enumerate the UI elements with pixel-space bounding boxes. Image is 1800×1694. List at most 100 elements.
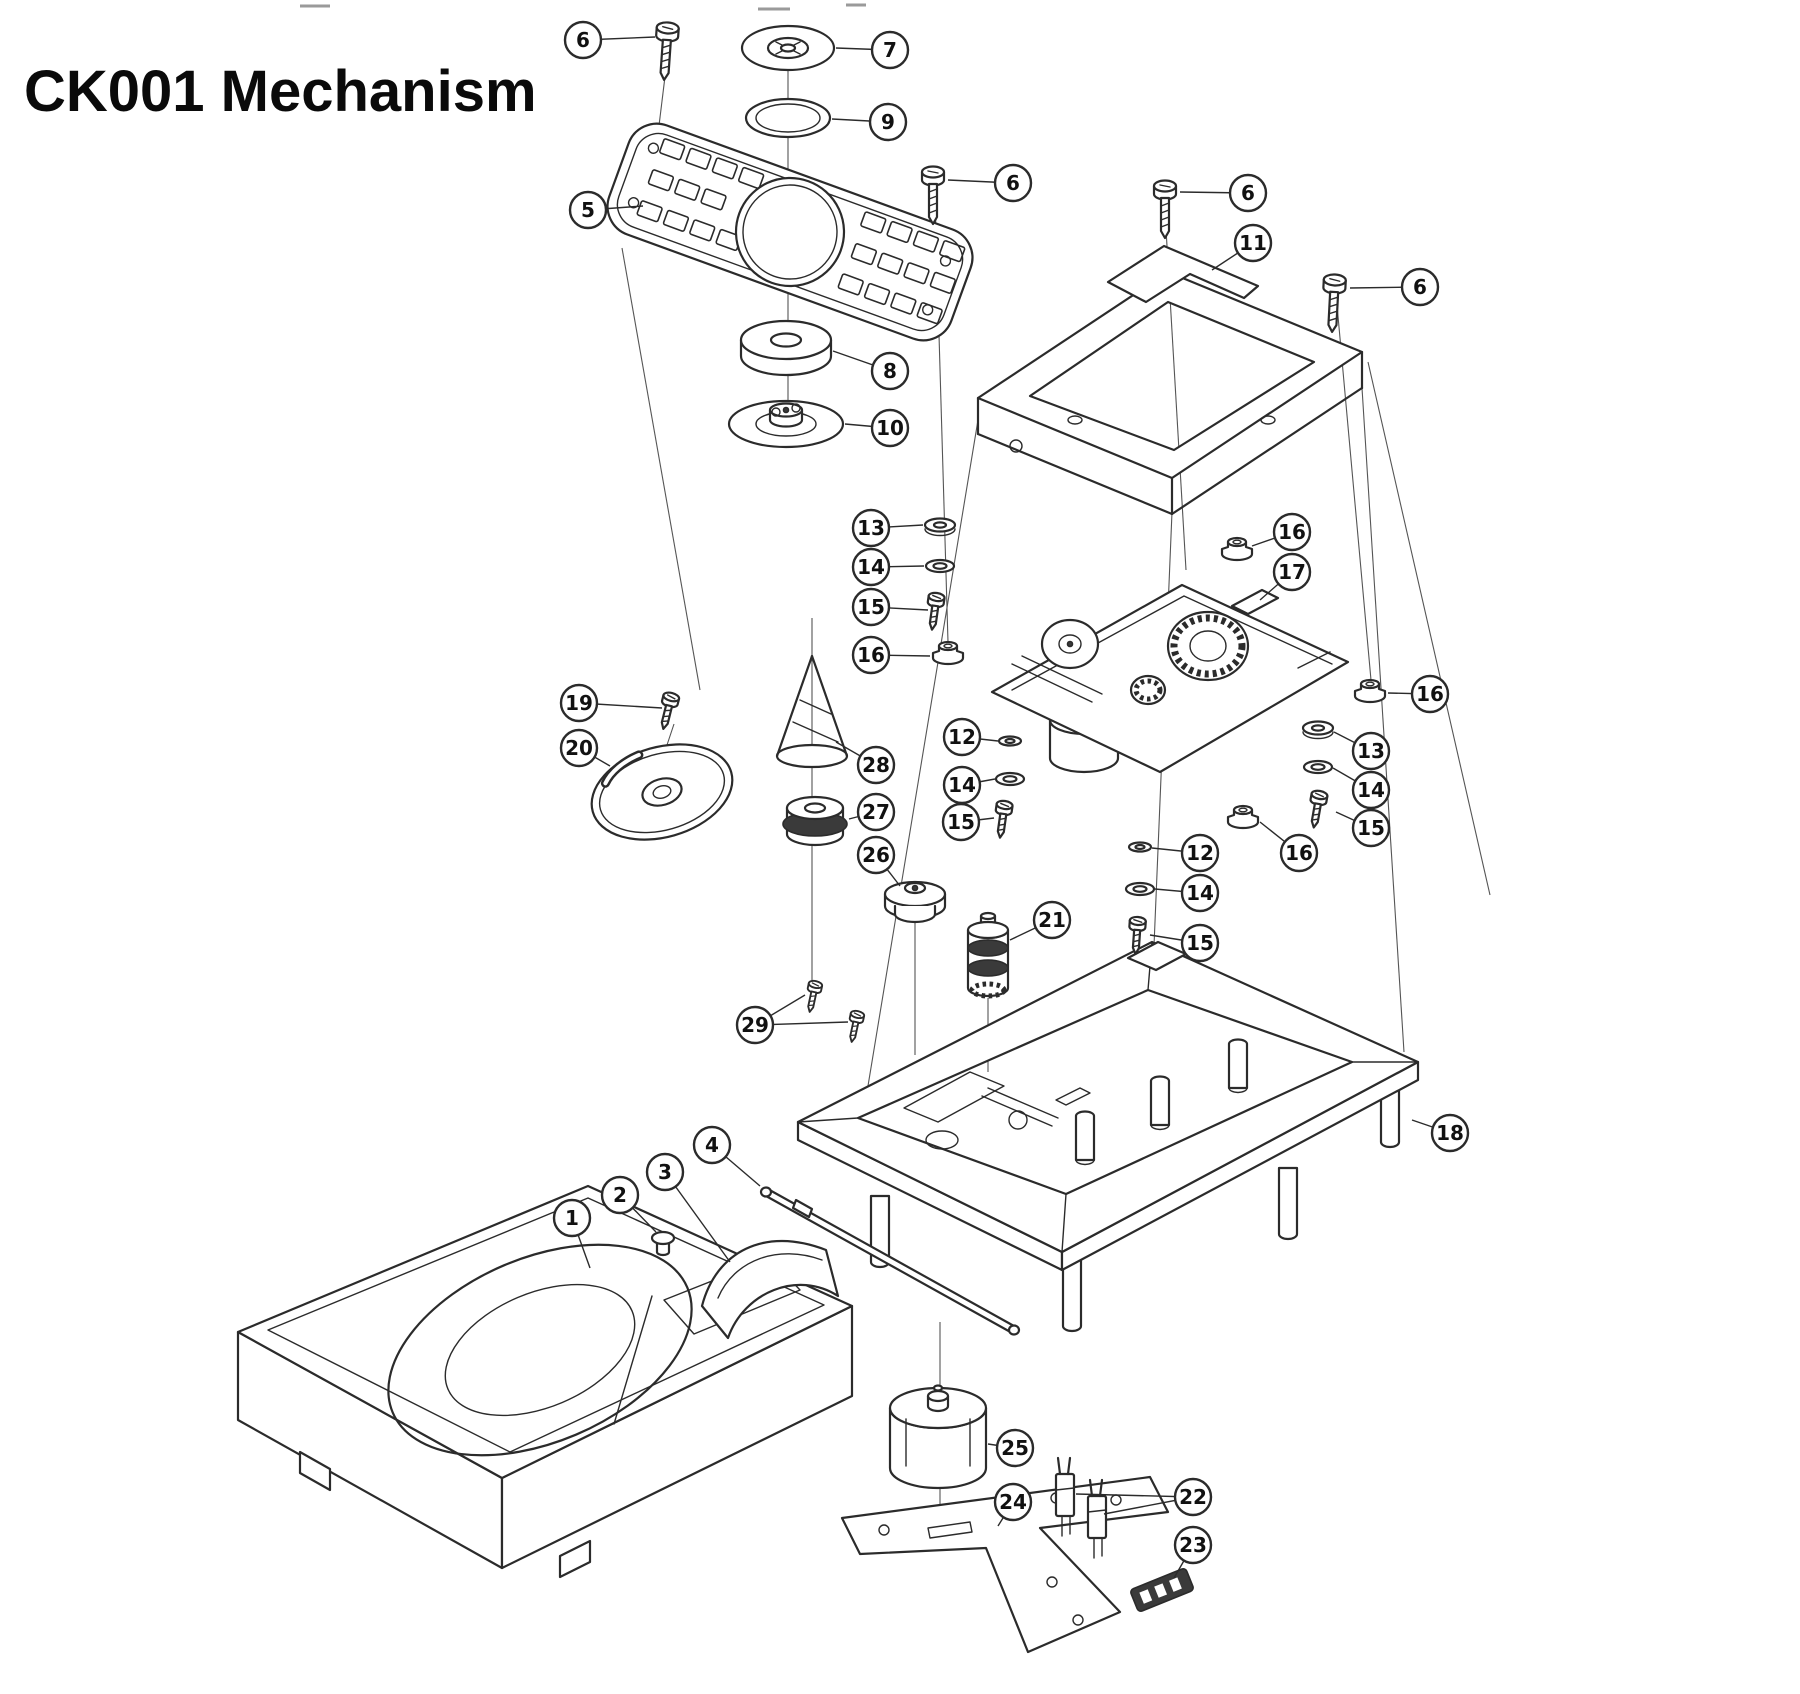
part-26-pulley [883, 880, 947, 924]
svg-text:16: 16 [1285, 841, 1313, 865]
svg-text:22: 22 [1179, 1485, 1207, 1509]
screw-29 [802, 978, 824, 1015]
svg-text:28: 28 [862, 753, 890, 777]
washer-14 [924, 558, 956, 574]
svg-text:1: 1 [565, 1206, 579, 1230]
svg-text:8: 8 [883, 359, 897, 383]
svg-text:15: 15 [947, 810, 975, 834]
part-21-cam-gear [966, 911, 1010, 999]
svg-text:14: 14 [948, 773, 976, 797]
callout-9: 9 [868, 102, 908, 142]
svg-text:6: 6 [1241, 181, 1255, 205]
screw-15 [1304, 788, 1330, 830]
callout-16: 16 [1410, 674, 1450, 714]
callout-14: 14 [851, 547, 891, 587]
screw-6 [920, 165, 946, 226]
callout-15: 15 [1351, 808, 1391, 848]
callout-10: 10 [870, 408, 910, 448]
part-23-connector [1130, 1568, 1194, 1612]
svg-text:4: 4 [705, 1133, 719, 1157]
part-2-stud [650, 1230, 676, 1257]
callout-7: 7 [870, 30, 910, 70]
callout-13: 13 [1351, 731, 1391, 771]
svg-text:7: 7 [883, 38, 897, 62]
callout-11: 11 [1233, 223, 1273, 263]
callout-15: 15 [851, 587, 891, 627]
part-22-switches [1054, 1456, 1108, 1559]
callout-20: 20 [559, 728, 599, 768]
callout-15: 15 [1180, 923, 1220, 963]
svg-text:12: 12 [948, 725, 976, 749]
damper-16 [1220, 536, 1254, 562]
callout-14: 14 [1351, 770, 1391, 810]
svg-text:11: 11 [1239, 231, 1267, 255]
callout-17: 17 [1272, 552, 1312, 592]
screw-15 [990, 798, 1015, 840]
washer-13 [923, 517, 957, 537]
callout-19: 19 [559, 683, 599, 723]
damper-16 [931, 640, 965, 666]
washer-12 [997, 735, 1023, 747]
washer-13 [1301, 720, 1335, 740]
callout-16: 16 [1279, 833, 1319, 873]
screw-29 [844, 1008, 866, 1045]
svg-text:2: 2 [613, 1183, 627, 1207]
svg-text:13: 13 [857, 516, 885, 540]
svg-text:23: 23 [1179, 1533, 1207, 1557]
callout-16: 16 [1272, 512, 1312, 552]
svg-text:18: 18 [1436, 1121, 1464, 1145]
part-9-ring [744, 97, 832, 139]
callout-6: 6 [1400, 267, 1440, 307]
callout-23: 23 [1173, 1525, 1213, 1565]
callout-25: 25 [995, 1428, 1035, 1468]
svg-text:24: 24 [999, 1490, 1027, 1514]
part-7-clamper-disc [740, 24, 836, 72]
callout-14: 14 [942, 765, 982, 805]
callout-27: 27 [856, 792, 896, 832]
callout-3: 3 [645, 1152, 685, 1192]
callout-21: 21 [1032, 900, 1072, 940]
callout-8: 8 [870, 351, 910, 391]
svg-text:6: 6 [1006, 171, 1020, 195]
callout-29: 29 [735, 1005, 775, 1045]
screw-6 [1152, 179, 1178, 240]
callout-leader-22 [1075, 1493, 1194, 1498]
svg-text:16: 16 [1416, 682, 1444, 706]
screw-6 [652, 20, 681, 82]
callout-6: 6 [993, 163, 1033, 203]
diagram-title: CK001 Mechanism [24, 59, 537, 124]
callout-1: 1 [552, 1198, 592, 1238]
svg-text:20: 20 [565, 736, 593, 760]
callout-18: 18 [1430, 1113, 1470, 1153]
callout-6: 6 [563, 20, 603, 60]
callout-2: 2 [600, 1175, 640, 1215]
washer-14 [1124, 881, 1156, 897]
part-27-grooved-pulley [782, 795, 848, 847]
svg-text:15: 15 [1357, 816, 1385, 840]
svg-text:16: 16 [1278, 520, 1306, 544]
svg-text:6: 6 [576, 28, 590, 52]
callout-13: 13 [851, 508, 891, 548]
callout-5: 5 [568, 190, 608, 230]
part-17-traverse-assembly [990, 583, 1350, 774]
part-3-tray-cover [700, 1240, 840, 1340]
svg-text:17: 17 [1278, 560, 1306, 584]
callout-24: 24 [993, 1482, 1033, 1522]
svg-text:6: 6 [1413, 275, 1427, 299]
callout-12: 12 [1180, 833, 1220, 873]
callout-22: 22 [1173, 1477, 1213, 1517]
part-18-chassis [796, 940, 1420, 1333]
svg-text:10: 10 [876, 416, 904, 440]
damper-16 [1226, 804, 1260, 830]
callout-26: 26 [856, 835, 896, 875]
svg-text:14: 14 [1357, 778, 1385, 802]
part-4-guide-rod [759, 1186, 1021, 1336]
screw-19 [654, 689, 682, 732]
svg-text:29: 29 [741, 1013, 769, 1037]
svg-text:21: 21 [1038, 908, 1066, 932]
callout-15: 15 [941, 802, 981, 842]
svg-text:15: 15 [857, 595, 885, 619]
svg-text:15: 15 [1186, 931, 1214, 955]
